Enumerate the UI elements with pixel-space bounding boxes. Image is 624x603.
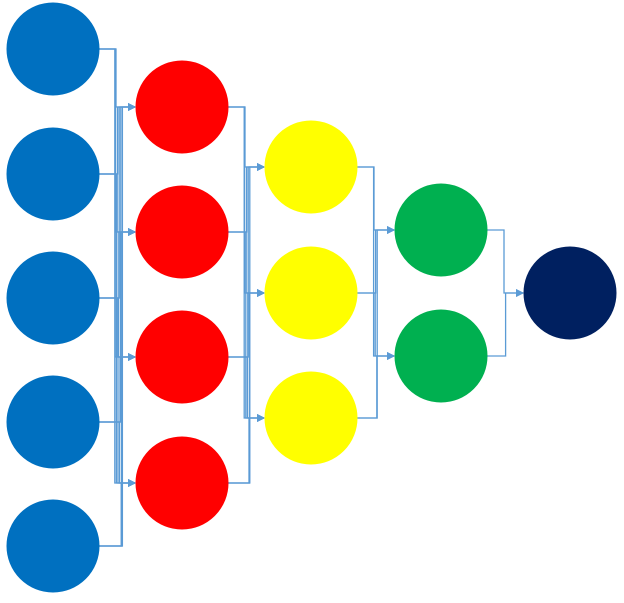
layer-4-node-2 xyxy=(394,309,488,403)
connector-l2n4-to-l3n3 xyxy=(228,414,265,484)
layer-2-node-1 xyxy=(135,60,229,154)
connector-l1n1-to-l2n1 xyxy=(99,48,136,111)
layer-3-node-3 xyxy=(264,371,358,465)
connections xyxy=(99,48,524,547)
connector-l1n2-to-l2n1 xyxy=(99,103,136,175)
connector-l2n2-to-l3n3 xyxy=(228,231,265,422)
layer-2-node-2 xyxy=(135,185,229,279)
connector-l3n2-to-l4n2 xyxy=(357,292,395,360)
connector-l1n2-to-l2n4 xyxy=(99,173,136,487)
nodes xyxy=(6,2,617,593)
layer-2-node-3 xyxy=(135,310,229,404)
layer-3-node-2 xyxy=(264,246,358,340)
layer-1-node-3 xyxy=(6,251,100,345)
layer-1-node-1 xyxy=(6,2,100,96)
connector-l3n2-to-l4n1 xyxy=(357,226,395,294)
layer-1-node-2 xyxy=(6,127,100,221)
connector-l4n2-to-l5n1 xyxy=(487,289,524,357)
connector-l4n1-to-l5n1 xyxy=(487,229,524,297)
connector-l3n3-to-l4n2 xyxy=(357,352,395,419)
connector-l3n1-to-l4n1 xyxy=(357,166,395,234)
layer-4-node-1 xyxy=(394,183,488,277)
layer-5-node-1 xyxy=(523,246,617,340)
layer-1-node-4 xyxy=(6,375,100,469)
layer-2-node-4 xyxy=(135,436,229,530)
connector-l2n2-to-l3n1 xyxy=(228,163,265,233)
connector-l2n1-to-l3n1 xyxy=(228,106,265,171)
layer-1-node-5 xyxy=(6,499,100,593)
layer-3-node-1 xyxy=(264,120,358,214)
connector-l1n5-to-l2n4 xyxy=(99,479,136,547)
